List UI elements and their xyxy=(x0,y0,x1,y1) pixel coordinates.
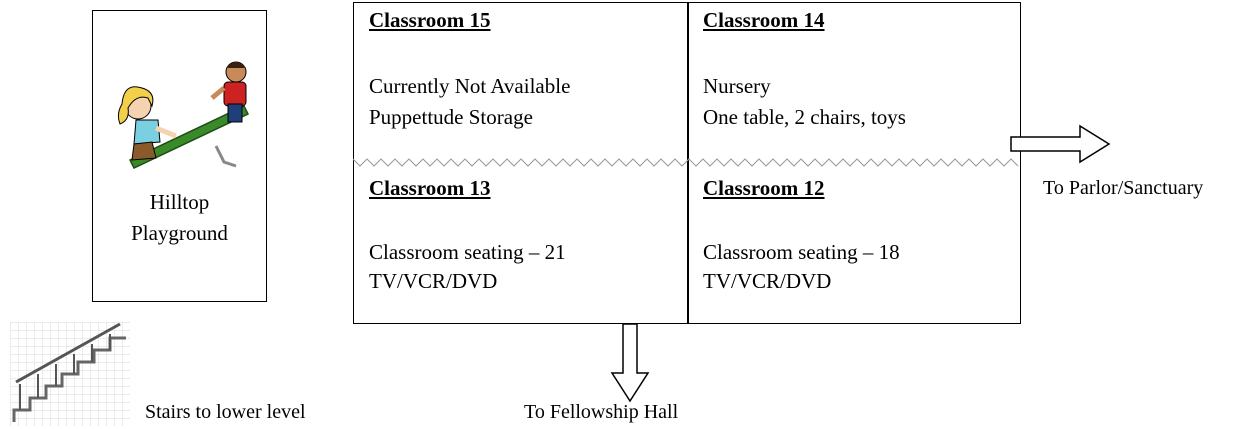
parlor-sanctuary-label: To Parlor/Sanctuary xyxy=(1043,177,1204,199)
stairs-icon xyxy=(10,322,130,426)
arrow-right-icon xyxy=(1010,124,1111,164)
classroom-14-line1: Nursery xyxy=(703,74,771,98)
room-divider xyxy=(687,2,689,324)
classroom-13-title: Classroom 13 xyxy=(369,176,491,200)
playground-label-line1: Hilltop xyxy=(149,190,210,214)
classroom-12-title: Classroom 12 xyxy=(703,176,825,200)
playground-box xyxy=(92,10,267,302)
stairs-label: Stairs to lower level xyxy=(145,401,306,423)
playground-label-line2: Playground xyxy=(131,221,228,245)
classroom-12-line1: Classroom seating – 18 xyxy=(703,240,900,264)
classroom-13-line1: Classroom seating – 21 xyxy=(369,240,566,264)
fellowship-hall-label: To Fellowship Hall xyxy=(524,401,679,423)
zigzag-divider xyxy=(353,158,1019,167)
classroom-15-line1: Currently Not Available xyxy=(369,74,571,98)
classroom-15-title: Classroom 15 xyxy=(369,8,491,32)
classroom-14-line2: One table, 2 chairs, toys xyxy=(703,105,906,129)
classroom-13-line2: TV/VCR/DVD xyxy=(369,269,498,293)
classroom-12-line2: TV/VCR/DVD xyxy=(703,269,832,293)
classroom-15-line2: Puppettude Storage xyxy=(369,105,533,129)
seesaw-kids-icon xyxy=(117,61,250,169)
arrow-down-icon xyxy=(610,323,650,403)
classroom-14-title: Classroom 14 xyxy=(703,8,825,32)
playground-label: Hilltop Playground xyxy=(92,187,267,249)
